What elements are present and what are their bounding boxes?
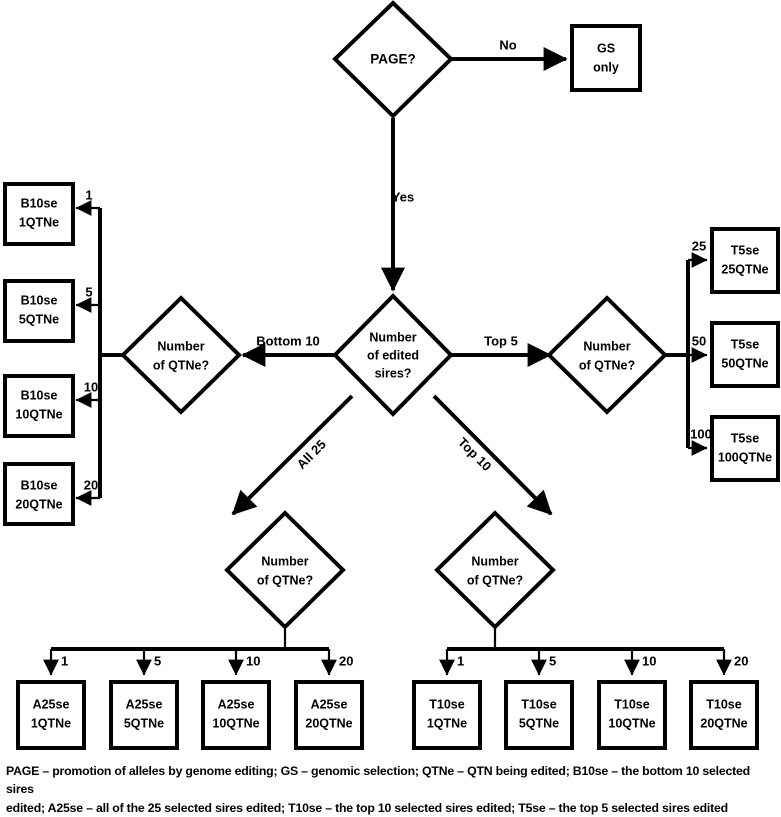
edge-label-t5se-100: 100 bbox=[690, 426, 712, 441]
node-qtne-right-line2: of QTNe? bbox=[579, 358, 635, 372]
node-t10se-20qtne-line2: 20QTNe bbox=[700, 716, 747, 730]
node-edited-sires-decision[interactable]: Number of edited sires? bbox=[332, 293, 454, 417]
node-b10se-1qtne-line2: 1QTNe bbox=[19, 215, 59, 229]
node-t10se-5qtne-line2: 5QTNe bbox=[519, 716, 559, 730]
edge-label-a25se-5: 5 bbox=[154, 653, 161, 668]
node-gs-only[interactable]: GS only bbox=[570, 24, 642, 92]
node-b10se-5qtne[interactable]: B10se 5QTNe bbox=[3, 279, 75, 343]
edge-label-t10se-1: 1 bbox=[457, 653, 464, 668]
node-a25se-20qtne[interactable]: A25se 20QTNe bbox=[294, 680, 364, 750]
node-t10se-1qtne-line2: 1QTNe bbox=[427, 716, 467, 730]
figure-caption: PAGE – promotion of alleles by genome ed… bbox=[0, 760, 781, 817]
edge-label-t10se-10: 10 bbox=[642, 653, 656, 668]
edge-label-yes: Yes bbox=[392, 189, 414, 204]
edge-label-b10se-20: 20 bbox=[84, 477, 98, 492]
node-t5se-50qtne[interactable]: T5se 50QTNe bbox=[710, 321, 780, 388]
node-qtne-top10-line1: Number bbox=[471, 554, 518, 568]
node-t5se-25qtne-line1: T5se bbox=[731, 243, 760, 257]
node-t10se-10qtne-line2: 10QTNe bbox=[608, 716, 655, 730]
node-t10se-5qtne-line1: T10se bbox=[521, 697, 556, 711]
node-qtne-top10-line2: of QTNe? bbox=[467, 573, 523, 587]
node-t10se-5qtne[interactable]: T10se 5QTNe bbox=[504, 680, 574, 750]
edge-label-all25: All 25 bbox=[294, 437, 329, 472]
edge-label-b10se-10: 10 bbox=[84, 379, 98, 394]
node-b10se-10qtne-line1: B10se bbox=[21, 388, 58, 402]
node-edited-sires-line2: of edited bbox=[367, 348, 419, 362]
edge-label-no: No bbox=[499, 37, 516, 52]
node-t10se-1qtne-line1: T10se bbox=[429, 697, 464, 711]
edge-label-a25se-20: 20 bbox=[339, 653, 353, 668]
edge-label-t5se-50: 50 bbox=[692, 333, 706, 348]
node-t10se-20qtne-line1: T10se bbox=[706, 697, 741, 711]
node-a25se-5qtne[interactable]: A25se 5QTNe bbox=[109, 680, 179, 750]
edge-label-t5se-25: 25 bbox=[692, 238, 706, 253]
node-qtne-decision-all25[interactable]: Number of QTNe? bbox=[224, 510, 346, 630]
node-t10se-20qtne[interactable]: T10se 20QTNe bbox=[689, 680, 759, 750]
node-gs-only-line2: only bbox=[593, 60, 619, 74]
caption-line-1: PAGE – promotion of alleles by genome ed… bbox=[6, 764, 750, 797]
node-a25se-10qtne-line1: A25se bbox=[218, 697, 255, 711]
node-b10se-1qtne-line1: B10se bbox=[21, 196, 58, 210]
node-t5se-100qtne-line2: 100QTNe bbox=[718, 450, 772, 464]
node-b10se-20qtne-line2: 20QTNe bbox=[15, 497, 62, 511]
node-b10se-20qtne-line1: B10se bbox=[21, 478, 58, 492]
node-a25se-1qtne-line2: 1QTNe bbox=[31, 716, 71, 730]
node-a25se-20qtne-line1: A25se bbox=[311, 697, 348, 711]
node-page-decision-label: PAGE? bbox=[370, 52, 416, 67]
node-qtne-all25-line2: of QTNe? bbox=[257, 573, 313, 587]
node-page-decision[interactable]: PAGE? bbox=[332, 0, 454, 119]
node-a25se-1qtne[interactable]: A25se 1QTNe bbox=[16, 680, 86, 750]
edge-label-a25se-10: 10 bbox=[246, 653, 260, 668]
edge-label-t10se-20: 20 bbox=[734, 653, 748, 668]
edge-label-top5: Top 5 bbox=[484, 333, 518, 348]
node-qtne-right-line1: Number bbox=[583, 339, 630, 353]
node-t5se-50qtne-line1: T5se bbox=[731, 337, 760, 351]
node-qtne-decision-top10[interactable]: Number of QTNe? bbox=[434, 510, 556, 630]
node-a25se-5qtne-line2: 5QTNe bbox=[124, 716, 164, 730]
node-edited-sires-line3: sires? bbox=[375, 366, 412, 380]
node-t5se-50qtne-line2: 50QTNe bbox=[721, 356, 768, 370]
node-t5se-100qtne-line1: T5se bbox=[731, 431, 760, 445]
node-t10se-10qtne-line1: T10se bbox=[614, 697, 649, 711]
edge-all25 bbox=[231, 394, 354, 516]
node-b10se-10qtne[interactable]: B10se 10QTNe bbox=[3, 374, 75, 438]
edge-label-b10se-5: 5 bbox=[85, 284, 92, 299]
node-edited-sires-line1: Number bbox=[369, 330, 416, 344]
node-b10se-20qtne[interactable]: B10se 20QTNe bbox=[3, 462, 75, 526]
node-t5se-100qtne[interactable]: T5se 100QTNe bbox=[710, 415, 780, 482]
edge-label-b10se-1: 1 bbox=[85, 187, 92, 202]
node-gs-only-line1: GS bbox=[597, 41, 615, 55]
node-t5se-25qtne[interactable]: T5se 25QTNe bbox=[710, 227, 780, 294]
caption-line-2: edited; A25se – all of the 25 selected s… bbox=[6, 800, 728, 815]
node-qtne-left-line1: Number bbox=[157, 339, 204, 353]
node-b10se-1qtne[interactable]: B10se 1QTNe bbox=[3, 182, 75, 246]
edge-top10 bbox=[432, 394, 553, 516]
edge-label-top10: Top 10 bbox=[455, 434, 495, 474]
flowchart-container: PAGE? GS only Number of edited sires? Nu… bbox=[3, 0, 780, 750]
node-qtne-decision-right[interactable]: Number of QTNe? bbox=[546, 295, 668, 415]
node-qtne-decision-left[interactable]: Number of QTNe? bbox=[120, 295, 242, 415]
node-b10se-10qtne-line2: 10QTNe bbox=[15, 407, 62, 421]
node-qtne-left-line2: of QTNe? bbox=[153, 358, 209, 372]
node-b10se-5qtne-line2: 5QTNe bbox=[19, 312, 59, 326]
node-t10se-1qtne[interactable]: T10se 1QTNe bbox=[412, 680, 482, 750]
node-b10se-5qtne-line1: B10se bbox=[21, 293, 58, 307]
node-a25se-10qtne-line2: 10QTNe bbox=[212, 716, 259, 730]
edge-label-bottom10: Bottom 10 bbox=[256, 333, 320, 348]
node-a25se-20qtne-line2: 20QTNe bbox=[305, 716, 352, 730]
edge-label-a25se-1: 1 bbox=[61, 653, 68, 668]
node-t10se-10qtne[interactable]: T10se 10QTNe bbox=[597, 680, 667, 750]
flowchart-svg: PAGE? GS only Number of edited sires? Nu… bbox=[3, 0, 780, 750]
node-a25se-10qtne[interactable]: A25se 10QTNe bbox=[201, 680, 271, 750]
node-qtne-all25-line1: Number bbox=[261, 554, 308, 568]
node-t5se-25qtne-line2: 25QTNe bbox=[721, 262, 768, 276]
node-a25se-5qtne-line1: A25se bbox=[126, 697, 163, 711]
node-a25se-1qtne-line1: A25se bbox=[33, 697, 70, 711]
edge-label-t10se-5: 5 bbox=[549, 653, 556, 668]
